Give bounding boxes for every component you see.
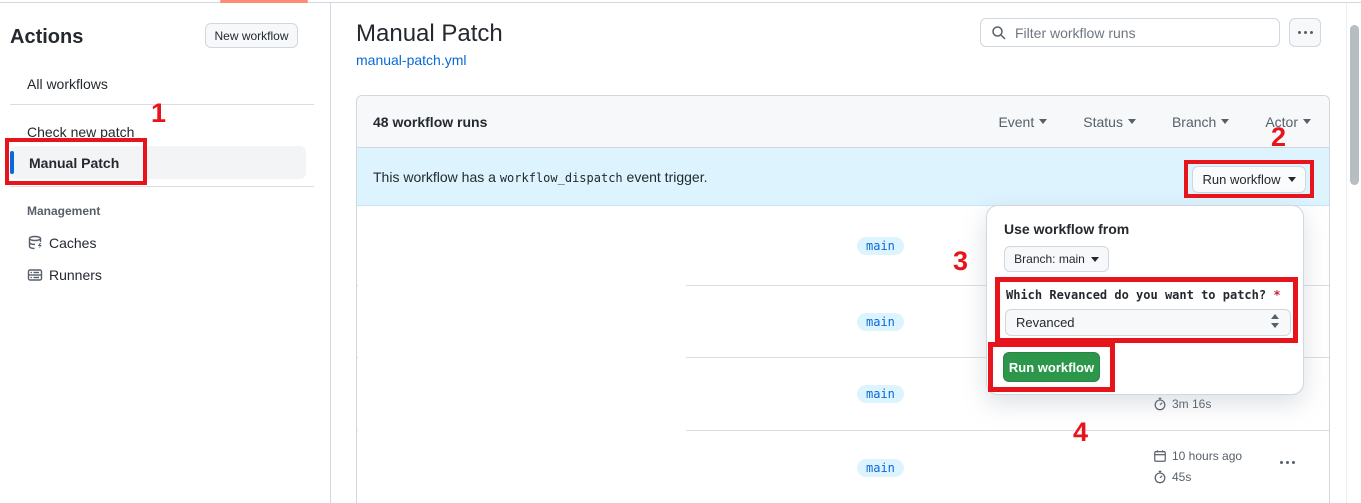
content-mask — [358, 206, 686, 503]
new-workflow-button[interactable]: New workflow — [205, 23, 298, 48]
annotation-box-step1 — [5, 138, 147, 185]
filter-workflow-runs-input[interactable] — [1015, 24, 1269, 41]
scrollbar-thumb[interactable] — [1350, 25, 1359, 185]
sidebar-right-border — [330, 3, 331, 503]
run-workflow-dropdown-button[interactable]: Run workflow — [1192, 166, 1306, 193]
chevron-down-icon — [1127, 119, 1136, 128]
sidebar-divider — [10, 104, 314, 105]
branch-badge[interactable]: main — [857, 385, 904, 403]
sidebar-item-manual-patch-label[interactable]: Manual Patch — [29, 155, 120, 171]
filter-branch-dropdown[interactable]: Branch — [1172, 114, 1230, 130]
banner-text: This workflow has a workflow_dispatch ev… — [373, 168, 708, 185]
branch-badge[interactable]: main — [857, 458, 904, 477]
cache-database-icon — [27, 235, 43, 251]
annotation-box-step2 — [1184, 160, 1314, 198]
sidebar-item-caches-label: Caches — [49, 235, 97, 251]
workflow-run-row[interactable]: main — [357, 206, 1329, 286]
selected-indicator-bar — [10, 151, 14, 174]
annotation-number-3: 3 — [953, 246, 969, 276]
sidebar-item-caches[interactable]: Caches — [27, 235, 96, 251]
active-tab-indicator — [220, 0, 308, 3]
workflow-run-row[interactable]: main 3m 16s — [357, 358, 1329, 431]
chevron-down-icon — [1090, 256, 1099, 266]
run-duration: 3m 16s — [1153, 397, 1211, 411]
branch-badge[interactable]: main — [857, 312, 904, 331]
sidebar-item-runners[interactable]: Runners — [27, 267, 102, 283]
chevron-down-icon — [1303, 119, 1311, 128]
chevron-down-icon — [1287, 177, 1296, 186]
run-date: 10 hours ago — [1153, 449, 1242, 463]
workflow-runs-count: 48 workflow runs — [373, 113, 488, 130]
workflow-run-row[interactable]: main 10 hours ago 45s — [357, 431, 1329, 503]
filter-status-dropdown[interactable]: Status — [1083, 114, 1136, 130]
workflow-run-row[interactable]: main — [357, 286, 1329, 358]
run-workflow-panel: Use workflow from Branch: main Which Rev… — [986, 205, 1304, 395]
workflow-input-label: Which Revanced do you want to patch? * — [1006, 288, 1281, 302]
stopwatch-icon — [1153, 397, 1167, 411]
stopwatch-icon — [1153, 470, 1167, 484]
workflow-file-link[interactable]: manual-patch.yml — [356, 52, 467, 68]
sidebar-divider — [10, 186, 314, 187]
annotation-box-step4 — [988, 342, 1115, 392]
annotation-number-2: 2 — [1271, 122, 1287, 152]
panel-heading: Use workflow from — [1004, 221, 1130, 237]
actions-sidebar-title: Actions — [10, 26, 84, 48]
top-divider — [0, 2, 1361, 3]
runners-server-icon — [27, 267, 43, 283]
branch-badge[interactable]: main — [857, 236, 904, 255]
run-workflow-submit-button[interactable]: Run workflow — [1003, 352, 1100, 382]
calendar-icon — [1153, 449, 1167, 463]
panel-caret — [1268, 198, 1284, 214]
sidebar-item-check-new-patch[interactable]: Check new patch — [27, 124, 135, 140]
workflow-page-title: Manual Patch — [356, 20, 503, 47]
workflow-dispatch-banner: This workflow has a workflow_dispatch ev… — [357, 148, 1329, 206]
run-duration: 45s — [1153, 470, 1191, 484]
filter-actor-dropdown[interactable]: Actor — [1265, 114, 1311, 130]
revanced-select[interactable]: Revanced — [1005, 309, 1291, 336]
annotation-number-1: 1 — [151, 98, 167, 128]
sidebar-item-manual-patch[interactable] — [10, 146, 306, 179]
required-asterisk: * — [1273, 288, 1281, 302]
workflow-options-button[interactable] — [1289, 18, 1321, 47]
run-options-button[interactable] — [1280, 461, 1295, 464]
chevron-down-icon — [1221, 119, 1230, 128]
chevron-down-icon — [1039, 119, 1048, 128]
annotation-number-4: 4 — [1073, 417, 1089, 447]
kebab-icon — [1280, 461, 1283, 464]
select-updown-icon — [1270, 314, 1280, 331]
scrollbar-track[interactable] — [1346, 3, 1361, 503]
runs-table-header: 48 workflow runs Event Status Branch Act… — [357, 96, 1329, 148]
kebab-icon — [1297, 31, 1313, 34]
management-section-label: Management — [27, 204, 101, 218]
filter-event-dropdown[interactable]: Event — [998, 114, 1048, 130]
sidebar-item-all-workflows[interactable]: All workflows — [27, 76, 108, 92]
branch-selector-button[interactable]: Branch: main — [1004, 246, 1109, 272]
workflow-dispatch-code: workflow_dispatch — [499, 170, 623, 185]
runs-filter-bar: Event Status Branch Actor — [998, 114, 1311, 130]
annotation-box-step3 — [995, 277, 1298, 343]
filter-workflow-runs-searchbox[interactable] — [980, 18, 1280, 47]
sidebar-item-runners-label: Runners — [49, 267, 102, 283]
revanced-select-value: Revanced — [1016, 315, 1075, 330]
workflow-runs-table: 48 workflow runs Event Status Branch Act… — [356, 95, 1330, 503]
search-icon — [991, 25, 1007, 41]
